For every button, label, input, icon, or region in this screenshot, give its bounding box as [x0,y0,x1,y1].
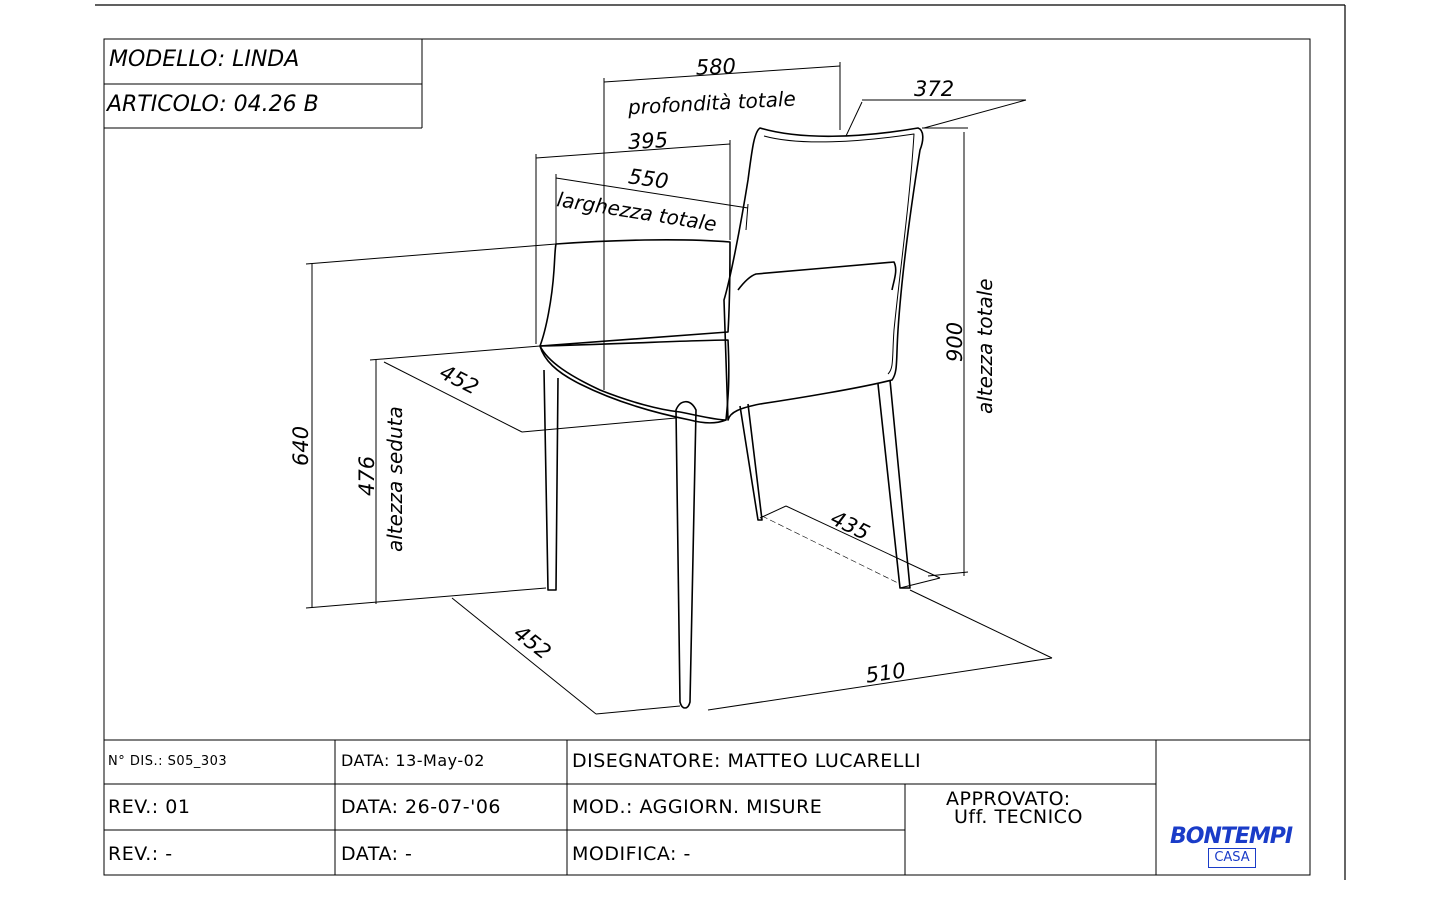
dim-435: 435 [827,506,874,545]
modification-1: MOD.: AGGIORN. MISURE [572,796,823,818]
brand-logo-sub: CASA [1208,848,1256,868]
dim-580: 580 [695,54,736,79]
approved-label: APPROVATO: [946,788,1071,810]
revision-01: REV.: 01 [108,796,191,818]
chair-drawing [539,127,924,709]
date-created: DATA: 13-May-02 [341,751,485,770]
approved-by: Uff. TECNICO [954,806,1083,828]
backrest-lumbar [737,261,897,291]
dim-452-seat: 452 [436,360,483,400]
dim-452-front: 452 [509,621,555,665]
dim-510: 510 [864,658,907,687]
date-revision-2: DATA: - [341,843,413,865]
article-label: ARTICOLO: 04.26 B [107,92,319,117]
dimension-lines [305,62,1053,715]
chair-leg-rear-right [877,379,911,589]
dim-395: 395 [627,128,668,154]
label-altezza-seduta: altezza seduta [383,406,407,552]
label-altezza-totale: altezza totale [973,278,997,414]
chair-seat [539,339,730,421]
chair-leg-front-right [675,400,697,709]
model-label: MODELLO: LINDA [109,47,300,72]
drawing-number: N° DIS.: S05_303 [108,754,228,769]
drawing-frame [103,38,1311,876]
chair-backrest [723,127,924,421]
dim-900: 900 [943,322,967,362]
label-profondita-totale: profondità totale [626,87,796,120]
chair-backrest-inner [763,133,915,375]
chair-armrest-left [539,239,731,347]
chair-leg-front-left [543,369,559,591]
label-larghezza-totale: larghezza totale [555,187,718,236]
dim-640: 640 [289,426,313,466]
date-revision: DATA: 26-07-'06 [341,796,502,818]
dim-476: 476 [355,456,379,496]
brand-logo: BONTEMPI [1170,824,1293,849]
revision-2: REV.: - [108,843,173,865]
modification-2: MODIFICA: - [572,843,691,865]
dim-550: 550 [627,164,670,193]
chair-seat-front-edge [539,345,727,424]
designer: DISEGNATORE: MATTEO LUCARELLI [572,750,922,772]
dim-372: 372 [914,77,954,101]
chair-leg-rear-left [739,403,763,521]
dimension-texts: 580 profondità totale 372 395 550 larghe… [289,54,997,687]
